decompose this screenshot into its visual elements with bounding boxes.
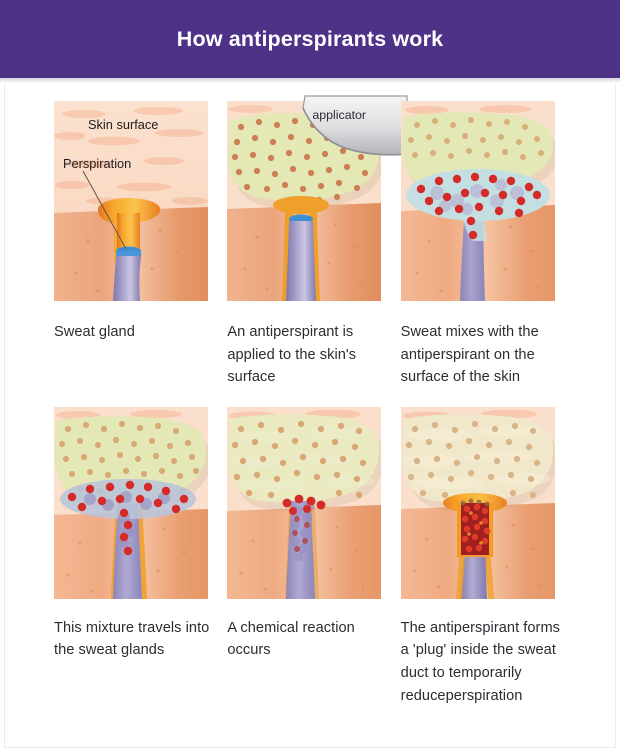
label-applicator: applicator — [312, 108, 367, 122]
panel-caption-1: Sweat gland — [54, 324, 135, 340]
panel-row-2: This mixture travels into the sweat glan… — [54, 406, 574, 707]
panel-cell-2: applicator An antiperspirant is applied … — [227, 95, 408, 389]
panel-caption-3: Sweat mixes with the antiperspirant on t… — [400, 324, 539, 386]
illustration-panel-1: Skin surface Perspiration — [54, 101, 208, 301]
panel-cell-1: Skin surface Perspiration Sweat gland — [54, 101, 227, 389]
panel-caption-5: A chemical reaction occurs — [227, 619, 355, 659]
label-perspiration: Perspiration — [63, 156, 132, 171]
sweat-mixing-diagram — [400, 101, 555, 301]
illustration-panel-2: applicator — [227, 95, 408, 301]
panel-cell-4: This mixture travels into the sweat glan… — [54, 406, 227, 707]
panel-cell-3: Sweat mixes with the antiperspirant on t… — [400, 101, 574, 389]
content-card: Skin surface Perspiration Sweat gland — [4, 83, 616, 748]
plug-diagram — [400, 406, 555, 599]
panel-row-1: Skin surface Perspiration Sweat gland — [54, 95, 574, 389]
chemical-reaction-diagram — [227, 406, 382, 599]
header-shadow — [0, 78, 620, 83]
panel-cell-6: The antiperspirant forms a 'plug' inside… — [400, 406, 574, 707]
panel-grid: Skin surface Perspiration Sweat gland — [54, 95, 574, 707]
panel-cell-5: A chemical reaction occurs — [227, 406, 400, 707]
label-skin-surface: Skin surface — [88, 117, 159, 132]
applicator-shape — [302, 95, 408, 156]
illustration-panel-4 — [54, 406, 208, 599]
page-title: How antiperspirants work — [176, 26, 444, 51]
panel-caption-2: An antiperspirant is applied to the skin… — [227, 324, 357, 386]
panel-caption-4: This mixture travels into the sweat glan… — [54, 619, 210, 659]
mixture-travel-diagram — [54, 406, 208, 599]
illustration-panel-6 — [400, 406, 555, 599]
illustration-panel-3 — [400, 101, 555, 301]
sweat-gland-diagram — [54, 101, 208, 301]
panel-caption-6: The antiperspirant forms a 'plug' inside… — [400, 619, 561, 704]
page-header: How antiperspirants work — [0, 0, 620, 78]
illustration-panel-5 — [227, 406, 382, 599]
